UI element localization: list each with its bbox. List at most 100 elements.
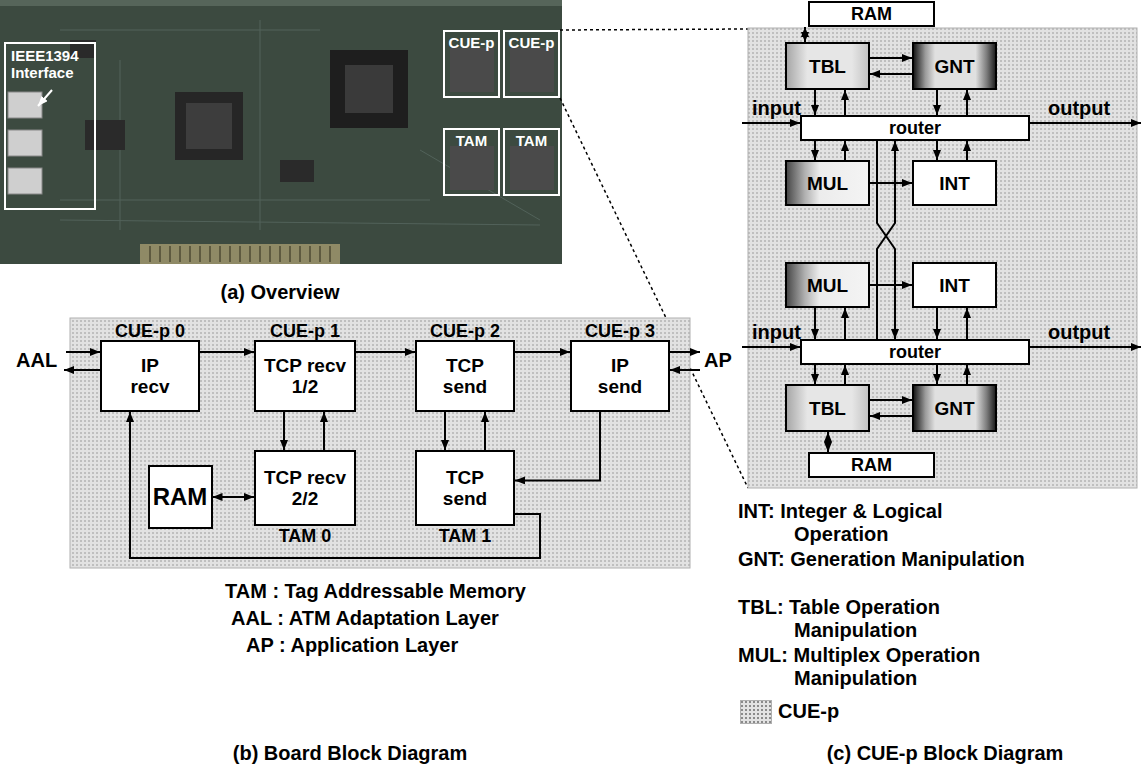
box-content: TCP recv 1/2 <box>256 342 354 410</box>
box-content: INT <box>914 162 995 204</box>
box-text: CUE-p <box>509 34 555 51</box>
connector-arrow <box>844 308 846 339</box>
box-content: TCP send <box>417 342 513 410</box>
process-box: TCP recv 2/2TAM 0 <box>254 450 356 526</box>
box-heading: CUE-p 0 <box>115 321 185 341</box>
box-text: INT <box>939 173 970 194</box>
leader-arrow <box>38 90 52 106</box>
box-text: RAM <box>851 455 892 475</box>
abbreviation-note: AAL : ATM Adaptation Layer <box>231 607 499 629</box>
box-content: router <box>802 117 1028 139</box>
connector-arrow <box>936 90 938 115</box>
box-text: router <box>889 342 941 362</box>
connector-arrow <box>515 351 570 353</box>
connector-arrow <box>814 141 816 160</box>
connector-arrow <box>966 308 968 339</box>
box-text: TCP recv 2/2 <box>259 467 351 509</box>
process-box: TCP sendTAM 1 <box>415 450 515 526</box>
box-content: CUE-p <box>505 32 558 96</box>
port-label: output <box>1048 97 1110 119</box>
chip-region <box>748 28 1137 488</box>
box-content: MUL <box>787 264 868 306</box>
box-content: TAM <box>445 130 498 194</box>
router-box: router <box>800 339 1030 365</box>
legend-swatch <box>740 700 772 724</box>
box-text: TAM <box>516 132 547 149</box>
box-text: INT <box>939 275 970 296</box>
connector-arrow <box>966 365 968 384</box>
connector-arrow <box>966 90 968 115</box>
connector-arrow <box>515 412 600 480</box>
connector-arrow <box>870 73 912 75</box>
memory-box: RAM <box>808 1 935 27</box>
connector-arrow <box>444 412 446 450</box>
board-region <box>70 318 690 568</box>
unit-box: GNT <box>912 42 997 90</box>
abbreviation-note: AP : Application Layer <box>246 634 458 656</box>
panel-caption: (a) Overview <box>221 281 340 303</box>
chip-callout-box: CUE-p <box>443 30 500 98</box>
chip-callout-box: TAM <box>443 128 500 196</box>
box-content: MUL <box>787 162 868 204</box>
port-label: output <box>1048 321 1110 343</box>
box-text: GNT <box>934 398 974 419</box>
box-content: TCP recv 2/2 <box>256 452 354 524</box>
box-text: RAM <box>153 484 208 510</box>
connector-arrow <box>213 496 255 498</box>
process-box: TCP sendCUE-p 2 <box>415 340 515 412</box>
connector-arrow <box>844 141 846 160</box>
connector-arrow <box>130 412 540 558</box>
unit-box: GNT <box>912 384 997 432</box>
unit-box: INT <box>912 160 997 206</box>
memory-box: RAM <box>808 452 935 478</box>
io-arrows <box>64 123 1141 370</box>
connector-arrow <box>356 351 415 353</box>
unit-box: TBL <box>785 384 870 432</box>
abbreviation-note: TAM : Tag Addressable Memory <box>225 580 526 602</box>
connector-arrow <box>877 141 895 339</box>
connector-arrow <box>814 365 816 384</box>
box-text: IP send <box>595 355 645 397</box>
connector-arrow <box>870 415 912 417</box>
box-text: MUL <box>807 275 848 296</box>
process-box: IP sendCUE-p 3 <box>570 340 670 412</box>
connector-arrow <box>827 432 829 452</box>
board-photo <box>0 0 562 264</box>
zoom-line <box>560 29 748 30</box>
box-content: IEEE1394 Interface <box>6 44 94 208</box>
box-text: GNT <box>934 56 974 77</box>
interface-callout-box: IEEE1394 Interface <box>4 42 96 210</box>
connector-arrow <box>844 90 846 115</box>
connector-arrow <box>870 284 912 286</box>
abbreviation-note: GNT: Generation Manipulation <box>738 548 1028 571</box>
box-content: router <box>802 341 1028 363</box>
process-box: IP recvCUE-p 0 <box>100 340 200 412</box>
connector-arrow <box>877 141 895 339</box>
box-text: TCP send <box>440 467 490 509</box>
connector-arrow <box>484 412 486 450</box>
box-heading: CUE-p 1 <box>270 321 340 341</box>
box-content: TAM <box>505 130 558 194</box>
box-text: TAM <box>456 132 487 149</box>
box-content: RAM <box>810 3 933 25</box>
panel-caption: (b) Board Block Diagram <box>233 742 467 764</box>
box-text: TBL <box>809 56 846 77</box>
box-content: RAM <box>150 467 211 527</box>
port-label: AP <box>704 349 732 371</box>
box-content: INT <box>914 264 995 306</box>
box-text: CUE-p <box>449 34 495 51</box>
box-heading: TAM 0 <box>279 526 332 546</box>
connector-arrow <box>966 141 968 160</box>
unit-box: MUL <box>785 262 870 308</box>
box-content: CUE-p <box>445 32 498 96</box>
unit-box: MUL <box>785 160 870 206</box>
box-content: IP send <box>572 342 668 410</box>
box-heading: CUE-p 2 <box>430 321 500 341</box>
abbreviation-note: TBL: Table Operation Manipulation <box>738 596 1028 642</box>
unit-box: TBL <box>785 42 870 90</box>
box-content: TBL <box>787 44 868 88</box>
port-label: input <box>752 321 801 343</box>
box-heading: CUE-p 3 <box>585 321 655 341</box>
box-text: router <box>889 118 941 138</box>
memory-box: RAM <box>148 465 213 529</box>
